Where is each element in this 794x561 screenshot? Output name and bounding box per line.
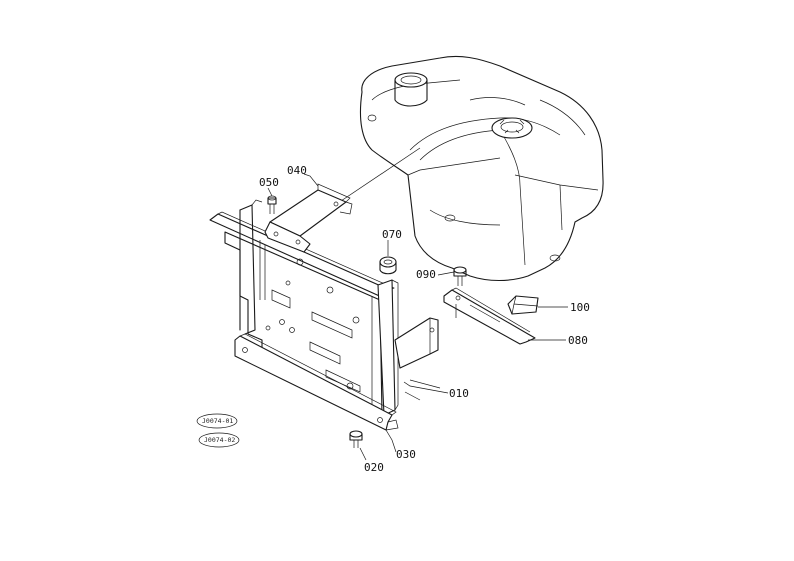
tank-to-bracket-leader xyxy=(334,147,421,206)
part-050-bolt xyxy=(267,195,277,214)
callout-100: 100 xyxy=(570,301,590,314)
leader-lines xyxy=(267,173,568,461)
callout-040: 040 xyxy=(287,164,307,177)
bottom-support-bar xyxy=(234,333,399,431)
part-070-grommet xyxy=(379,256,397,275)
callout-080: 080 xyxy=(568,334,588,347)
callout-070: 070 xyxy=(382,228,402,241)
stamp-1: J0074-01 xyxy=(202,417,233,425)
part-040-bracket xyxy=(264,183,353,253)
part-100-pad xyxy=(507,295,539,315)
stamp-2: J0074-02 xyxy=(204,436,235,444)
reference-stamps: J0074-01 J0074-02 xyxy=(196,413,240,448)
fuel-tank xyxy=(359,55,604,282)
part-090-screw xyxy=(453,266,467,286)
stamp-oval-1 xyxy=(196,413,238,429)
callout-030: 030 xyxy=(396,448,416,461)
callout-090: 090 xyxy=(416,268,436,281)
callout-020: 020 xyxy=(364,461,384,474)
callout-050: 050 xyxy=(259,176,279,189)
callout-010: 010 xyxy=(449,387,469,400)
callout-labels: 040 050 070 090 100 080 010 030 020 xyxy=(259,164,590,474)
main-frame-bracket xyxy=(209,199,441,416)
stamp-oval-2 xyxy=(198,432,240,448)
part-020-bolt xyxy=(349,430,363,448)
